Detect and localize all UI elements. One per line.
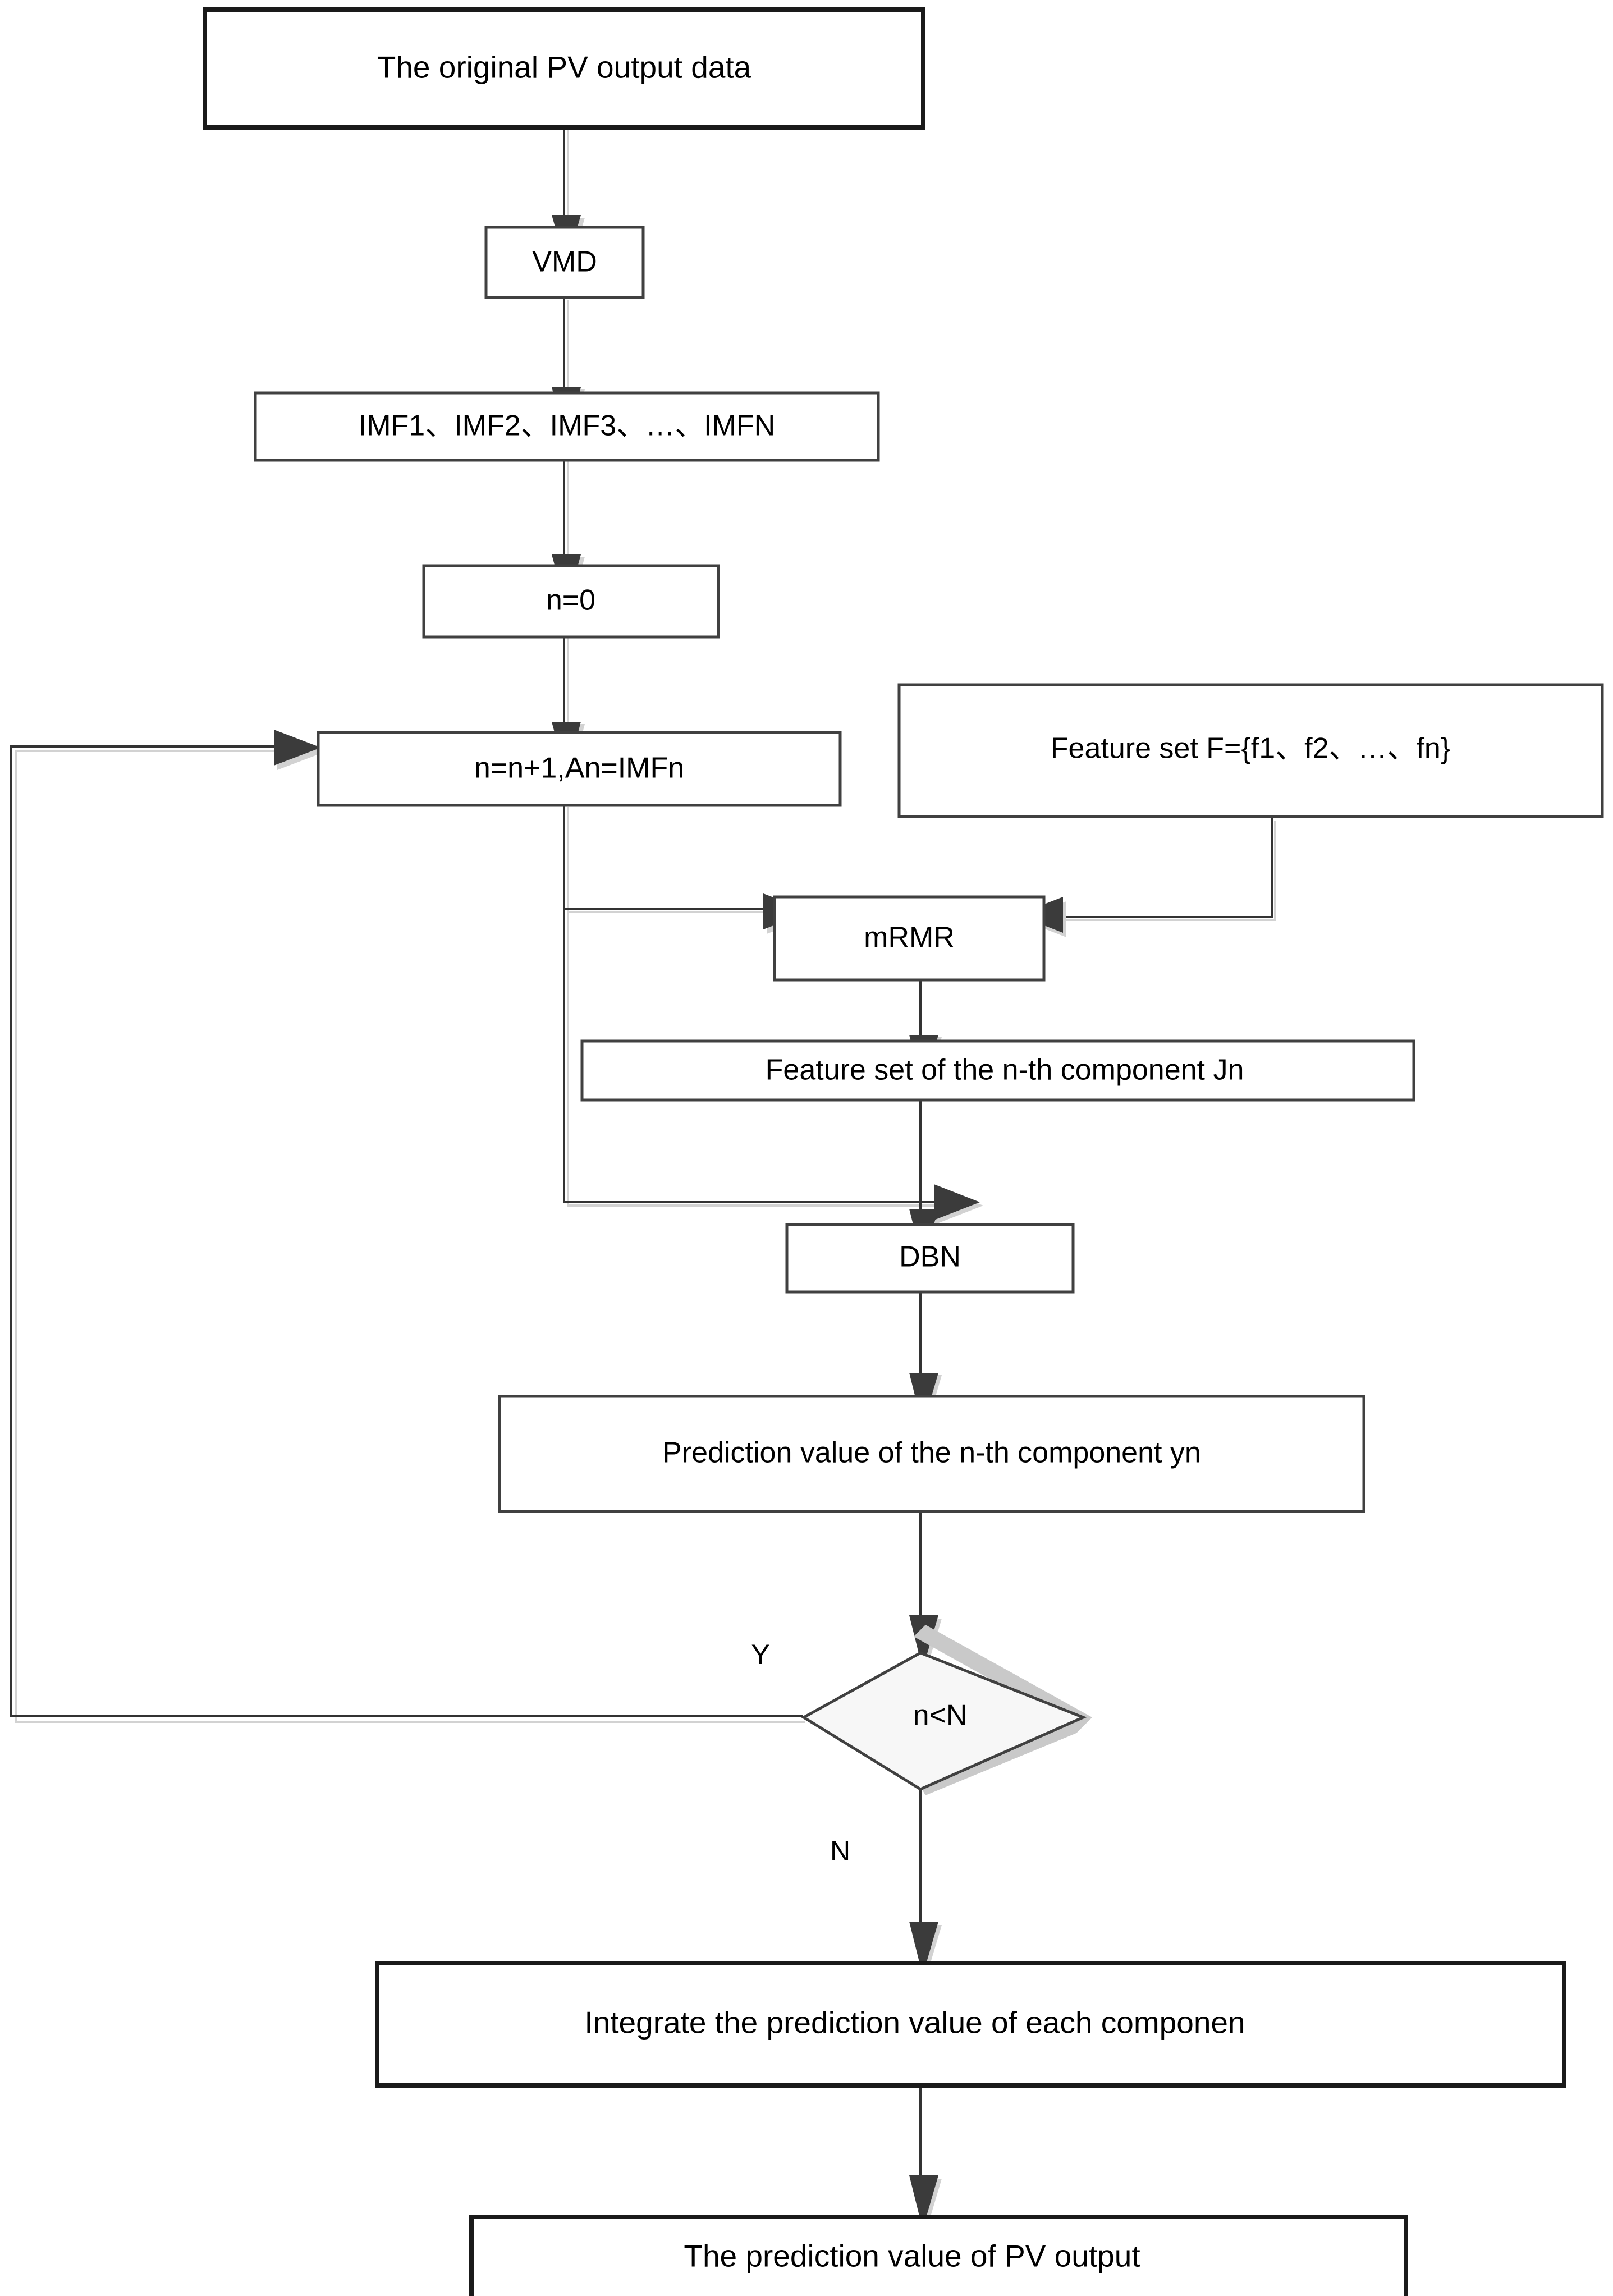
node-decision-shape[interactable] [801,1651,1087,1791]
node-decision[interactable]: n<N [801,1651,1087,1791]
node-imf-list-shape[interactable] [254,391,880,462]
node-decision-label: n<N [913,1699,968,1732]
node-mrmr[interactable]: mRMR [773,895,1046,982]
node-prediction-n[interactable]: Prediction value of the n-th component y… [498,1395,1365,1513]
node-n-init-shape[interactable] [422,564,720,639]
arrow-to-integrate [909,1922,938,1976]
arrow-junction-to-dbn-right [934,1184,980,1220]
node-feature-set-shape[interactable] [897,683,1604,818]
node-vmd-label: VMD [532,246,597,278]
edge-nincrement-spine [563,805,938,1203]
node-original-pv-output-data[interactable]: The original PV output data [203,7,925,130]
node-dbn-shape[interactable] [785,1223,1075,1294]
node-integrate-label: Integrate the prediction value of each c… [584,2005,1245,2040]
node-feature-set[interactable]: Feature set F={f1、f2、…、fn} [897,683,1604,818]
node-integrate[interactable]: Integrate the prediction value of each c… [375,1961,1566,2088]
node-prediction-n-shape[interactable] [498,1395,1365,1513]
node-mrmr-label: mRMR [864,922,955,954]
node-feature-set-label: Feature set F={f1、f2、…、fn} [1051,732,1450,765]
edge-decision-feedback-loop [10,745,803,1717]
node-feature-set-n-label: Feature set of the n-th component Jn [766,1054,1244,1087]
node-final-output-label: The prediction value of PV output [684,2239,1140,2274]
node-feature-set-n-shape[interactable] [580,1039,1415,1102]
node-n-increment[interactable]: n=n+1,An=IMFn [317,731,842,807]
node-feature-set-n[interactable]: Feature set of the n-th component Jn [580,1039,1415,1102]
node-imf-list[interactable]: IMF1、IMF2、IMF3、…、IMFN [254,391,880,462]
arrowheads [274,215,1063,2229]
node-prediction-n-label: Prediction value of the n-th component y… [662,1437,1201,1469]
node-dbn[interactable]: DBN [785,1223,1075,1294]
node-imf-list-label: IMF1、IMF2、IMF3、…、IMFN [359,410,775,442]
node-vmd-shape[interactable] [484,226,645,299]
node-vmd[interactable]: VMD [484,226,645,299]
node-original-pv-output-data-label: The original PV output data [377,50,751,85]
node-n-increment-label: n=n+1,An=IMFn [474,752,684,785]
connectors [10,127,1273,2180]
node-n-init-label: n=0 [546,584,595,617]
node-integrate-shape[interactable] [375,1961,1566,2088]
node-final-output[interactable]: The prediction value of PV output [469,2215,1408,2296]
edge-label-no: N [830,1835,850,1867]
edge-featureset-to-mrmr [1054,817,1273,918]
node-dbn-label: DBN [899,1241,961,1273]
node-n-init[interactable]: n=0 [422,564,720,639]
edge-label-yes: Y [751,1639,769,1670]
node-original-pv-output-data-shape[interactable] [203,7,925,130]
node-n-increment-shape[interactable] [317,731,842,807]
node-mrmr-shape[interactable] [773,895,1046,982]
arrow-to-final-output [909,2175,938,2229]
node-final-output-shape[interactable] [469,2215,1408,2296]
arrow-feedback-to-nincrement [274,730,321,766]
